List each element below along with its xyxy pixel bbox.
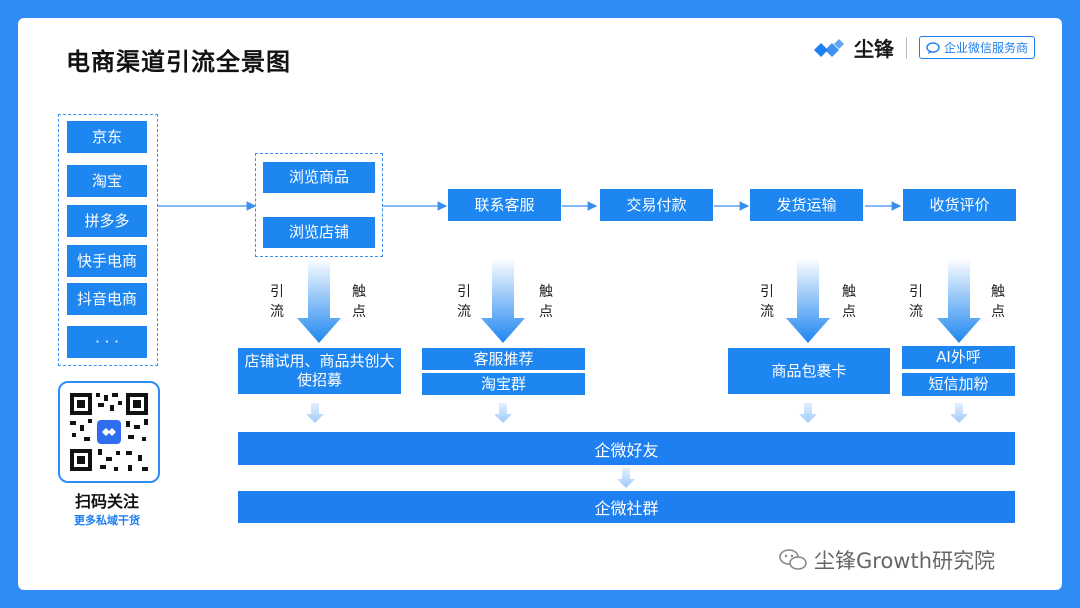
down-arrow-review [937,258,981,343]
brand-logo: 尘锋 企业微信服务商 [812,33,1036,62]
platform-more: · · · [67,326,147,358]
stage-shipping: 发货运输 [750,189,863,221]
browse-store: 浏览店铺 [263,217,375,248]
small-arrow-1 [306,403,324,423]
small-arrow-4 [950,403,968,423]
platform-pinduoduo: 拼多多 [67,205,147,237]
logo-divider [906,36,907,59]
stage-review: 收货评价 [903,189,1016,221]
page-title: 电商渠道引流全景图 [66,48,291,76]
outcome-wecom-group: 企微社群 [238,491,1015,523]
footer-watermark: 尘锋Growth研究院 [778,545,995,575]
small-arrow-2 [494,403,512,423]
platforms-group [58,114,158,366]
footer-text: 尘锋Growth研究院 [814,549,996,573]
qr-label: 扫码关注 [74,492,139,511]
qr-code-icon [70,393,148,471]
touchpoint-store-trial: 店铺试用、商品共创大使招募 [238,348,401,394]
chat-bubble-icon [926,41,940,54]
stage-contact-service: 联系客服 [448,189,561,221]
down-arrow-browse [297,258,341,343]
partner-badge: 企业微信服务商 [919,36,1036,59]
stage-payment: 交易付款 [600,189,713,221]
brand-name: 尘锋 [854,37,894,61]
touchpoint-taobao-group: 淘宝群 [422,373,585,395]
touchpoint-sms: 短信加粉 [902,373,1015,396]
label-touchpoint-2: 触点 [539,284,553,320]
label-touchpoint-1: 触点 [352,284,366,320]
label-traffic-3: 引流 [760,284,774,320]
browse-group [255,153,383,257]
qr-sublabel: 更多私域干货 [74,514,140,527]
label-traffic-2: 引流 [457,284,471,320]
platform-kuaishou: 快手电商 [67,245,147,277]
brand-mark-icon [814,38,844,57]
wechat-icon [779,549,807,570]
outcome-wecom-friend: 企微好友 [238,432,1015,465]
platform-taobao: 淘宝 [67,165,147,197]
label-traffic-1: 引流 [270,284,284,320]
touchpoint-ai-call: AI外呼 [902,346,1015,369]
browse-products: 浏览商品 [263,162,375,193]
touchpoint-service-recommend: 客服推荐 [422,348,585,370]
down-arrow-shipping [786,258,830,343]
touchpoint-package-card: 商品包裹卡 [728,348,890,394]
label-traffic-4: 引流 [909,284,923,320]
label-touchpoint-3: 触点 [842,284,856,320]
small-arrow-3 [799,403,817,423]
platform-douyin: 抖音电商 [67,283,147,315]
down-arrow-service [481,258,525,343]
small-arrow-5 [617,468,635,488]
label-touchpoint-4: 触点 [991,284,1005,320]
partner-badge-label: 企业微信服务商 [944,41,1029,55]
platform-jd: 京东 [67,121,147,153]
qr-card [58,381,160,483]
